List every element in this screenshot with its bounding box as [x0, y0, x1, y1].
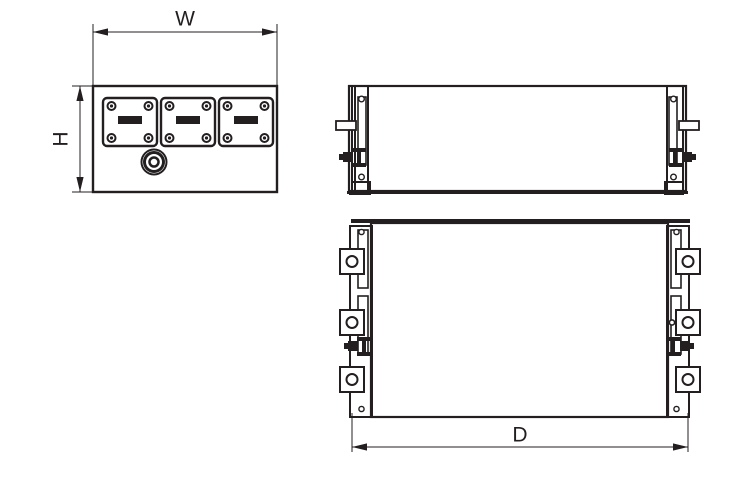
coaxial-connector [140, 148, 168, 176]
flange-1-aperture [118, 116, 142, 124]
top-left-fastener-shaft [362, 337, 366, 356]
top-right-ear-2-pin-icon [668, 319, 676, 326]
top-left-bracket [339, 225, 373, 418]
flange-3-bolt-tr-center-icon [262, 104, 267, 108]
top-left-ear-3-hole-icon [345, 373, 359, 386]
front-view-base-plate [347, 191, 688, 194]
front-left-bracket [335, 85, 371, 195]
w-arrow-right-icon [262, 28, 277, 36]
w-dimension: W [92, 8, 278, 86]
top-left-ear-1-hole-icon [345, 255, 359, 268]
flange-2-aperture [176, 116, 200, 124]
front-left-hole-top-icon [358, 95, 366, 103]
front-left-fastener-head [339, 154, 344, 160]
front-right-tab [678, 120, 700, 131]
h-arrow-bottom-icon [76, 177, 84, 192]
top-view-body-outline [369, 221, 670, 419]
flange-2-bolt-tr-center-icon [204, 104, 209, 108]
d-arrow-right-icon [673, 443, 688, 451]
top-left-ear-3-plate [339, 366, 365, 393]
waveguide-flange-3 [217, 96, 275, 148]
flange-1-bolt-tr-center-icon [146, 104, 151, 108]
flange-3-bolt-tl-center-icon [225, 104, 230, 108]
front-right-hole-bottom-icon [670, 173, 678, 181]
front-left-tab [335, 120, 357, 131]
top-right-mount-ear-3 [675, 366, 701, 393]
h-dimension: H [50, 85, 93, 193]
front-left-fastener [339, 148, 366, 167]
w-dimension-label: W [175, 8, 195, 31]
coax-inner-ring-icon [148, 156, 160, 168]
flange-3-aperture [234, 116, 258, 124]
front-left-hole-bottom-icon [358, 173, 366, 181]
front-right-bracket [664, 85, 700, 195]
top-left-fastener-nut [348, 341, 358, 351]
front-right-fastener-nut [682, 152, 692, 162]
front-right-fastener-shaft [673, 148, 677, 167]
d-dimension: D [351, 413, 689, 452]
top-left-fastener [344, 337, 371, 356]
top-view-cover-band [351, 219, 690, 223]
end-view: W H [50, 8, 279, 194]
top-view: D [339, 219, 701, 452]
front-right-bracket-outer [666, 85, 684, 192]
front-view-body-outline [347, 84, 688, 193]
d-arrow-left-icon [352, 443, 367, 451]
flange-1-bolt-tl-center-icon [109, 104, 114, 108]
top-right-ear-1-hole-icon [681, 255, 695, 268]
top-right-mount-ear-1 [675, 248, 701, 275]
flange-2-bolt-br-center-icon [204, 136, 209, 140]
top-right-ear-2-hole-icon [681, 316, 695, 329]
flange-1-bolt-br-center-icon [146, 136, 151, 140]
top-right-fastener-head [689, 343, 694, 349]
flange-2-bolt-tl-center-icon [167, 104, 172, 108]
top-left-mount-ear-3 [339, 366, 365, 393]
top-right-fastener-shaft [671, 337, 675, 356]
w-arrow-left-icon [93, 28, 108, 36]
d-dimension-label: D [512, 424, 527, 447]
front-right-fastener [669, 148, 696, 167]
top-right-ear-3-hole-icon [681, 373, 695, 386]
top-left-pin-top-icon [358, 228, 365, 236]
front-left-fastener-nut [343, 152, 353, 162]
front-left-fastener-shaft [357, 148, 361, 167]
waveguide-flange-2 [159, 96, 217, 148]
front-left-bracket-outer [351, 85, 369, 192]
front-right-foot [664, 181, 684, 195]
top-right-mount-ear-2 [668, 309, 701, 336]
top-left-fastener-head [344, 343, 349, 349]
top-right-bracket [666, 225, 701, 418]
flange-1-bolt-bl-center-icon [109, 136, 114, 140]
front-right-hole-top-icon [670, 95, 678, 103]
front-left-foot [351, 181, 371, 195]
top-right-fastener-nut [680, 341, 690, 351]
flange-3-bolt-br-center-icon [262, 136, 267, 140]
top-left-ear-2-hole-icon [345, 316, 359, 329]
top-left-mount-ear-1 [339, 248, 365, 275]
waveguide-flange-1 [101, 96, 159, 148]
top-left-mount-ear-2 [339, 309, 365, 336]
h-arrow-top-icon [76, 86, 84, 101]
front-view [335, 84, 700, 195]
flange-3-bolt-bl-center-icon [225, 136, 230, 140]
h-dimension-label: H [50, 131, 73, 146]
front-right-fastener-head [691, 154, 696, 160]
flange-2-bolt-bl-center-icon [167, 136, 172, 140]
top-left-pin-bottom-icon [358, 405, 365, 413]
top-right-pin-bottom-icon [673, 405, 680, 413]
top-right-fastener [667, 337, 694, 356]
top-right-pin-top-icon [673, 228, 680, 236]
end-view-body-outline [91, 84, 279, 194]
